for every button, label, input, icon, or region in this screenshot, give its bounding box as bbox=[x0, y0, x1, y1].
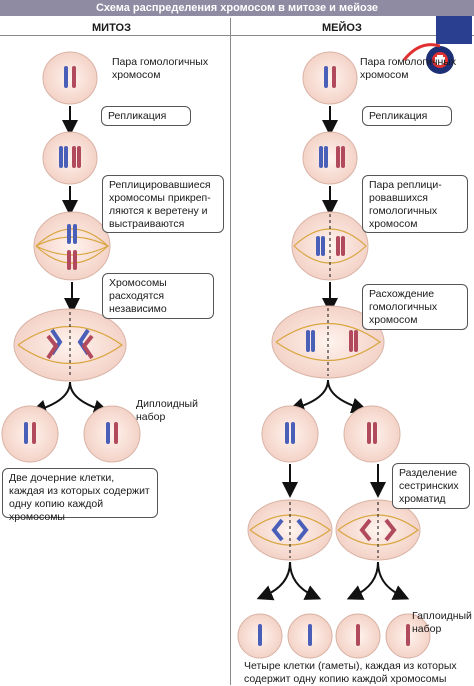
meiosis-replicated-pair-box: Пара реплици-ровавшихся гомологичных хро… bbox=[362, 175, 468, 233]
mitosis-cell-3 bbox=[33, 211, 111, 281]
arrow bbox=[289, 561, 322, 600]
mitosis-attach-box: Реплицировавшиеся хромосомы прикреп-ляют… bbox=[102, 175, 224, 233]
meiosis-result-label: Четыре клетки (гаметы), каждая из которы… bbox=[244, 660, 457, 685]
meiosis-cell-3 bbox=[291, 211, 369, 281]
mitosis-result-box: Две дочерние клетки, каждая из которых с… bbox=[2, 468, 158, 523]
title-bar: Схема распределения хромосом в митозе и … bbox=[0, 0, 474, 16]
arrow bbox=[69, 381, 110, 416]
mitosis-cell-4 bbox=[13, 308, 127, 382]
mitosis-diploid-label: Диплоидный набор bbox=[136, 398, 198, 423]
mitosis-separate-box: Хромосомы расходятся независимо bbox=[102, 273, 214, 319]
gamete-cell-4 bbox=[385, 613, 431, 659]
meiosis-sister-separation-box: Разделение сестринских хроматид bbox=[392, 463, 470, 509]
meiosis-cell-7 bbox=[247, 499, 333, 561]
meiosis-haploid-label: Гаплоидный набор bbox=[412, 610, 472, 635]
meiosis-cell-1 bbox=[302, 51, 358, 105]
mitosis-replication-box: Репликация bbox=[101, 106, 191, 126]
mitosis-cell-1 bbox=[42, 51, 98, 105]
meiosis-homolog-separation-box: Расхождение гомологичных хромосом bbox=[362, 284, 468, 330]
column-divider bbox=[230, 18, 231, 685]
mitosis-daughter-cell-2 bbox=[83, 405, 141, 463]
arrow bbox=[346, 561, 379, 600]
arrow bbox=[327, 379, 368, 414]
meiosis-cell-6 bbox=[343, 405, 401, 463]
mitosis-heading: МИТОЗ bbox=[92, 22, 131, 34]
mitosis-cell-2 bbox=[42, 131, 98, 185]
arrow bbox=[288, 379, 329, 414]
meiosis-cell-5 bbox=[261, 405, 319, 463]
mitosis-daughter-cell-1 bbox=[1, 405, 59, 463]
meiosis-heading: МЕЙОЗ bbox=[322, 22, 362, 34]
gamete-cell-3 bbox=[335, 613, 381, 659]
arrow bbox=[256, 561, 291, 601]
gamete-cell-2 bbox=[287, 613, 333, 659]
page-title: Схема распределения хромосом в митозе и … bbox=[95, 2, 379, 14]
gamete-cell-1 bbox=[237, 613, 283, 659]
meiosis-cell-8 bbox=[335, 499, 421, 561]
meiosis-replication-box: Репликация bbox=[362, 106, 452, 126]
header-divider bbox=[0, 35, 474, 36]
arrow bbox=[30, 381, 71, 416]
meiosis-pair-label: Пара гомологичных хромосом bbox=[360, 56, 457, 81]
mitosis-pair-label: Пара гомологичных хромосом bbox=[112, 56, 209, 81]
arrow bbox=[377, 561, 410, 600]
meiosis-cell-2 bbox=[302, 131, 358, 185]
logo-icon bbox=[402, 16, 472, 74]
meiosis-cell-4 bbox=[271, 305, 385, 379]
